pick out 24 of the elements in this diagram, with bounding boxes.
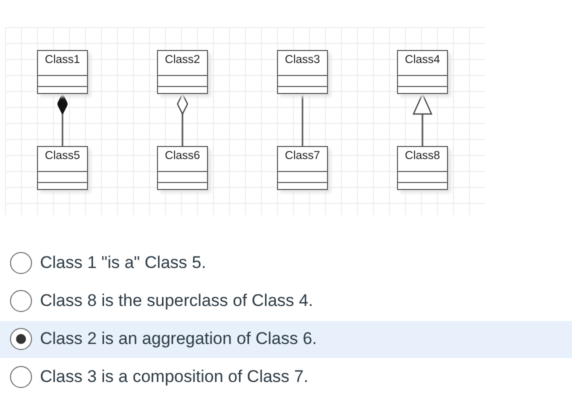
- class-box: [37, 146, 88, 190]
- aggregation-line: [176, 93, 188, 146]
- class-name: Class7: [284, 150, 322, 162]
- option-text: Class 3 is a composition of Class 7.: [40, 367, 308, 387]
- class-name: Class5: [44, 150, 82, 162]
- class-name: Class2: [164, 54, 202, 66]
- class-box: [277, 146, 328, 190]
- class-name: Class3: [284, 54, 322, 66]
- class-box: [397, 146, 448, 190]
- generalization-arrow: [412, 93, 432, 146]
- class-name: Class8: [404, 150, 442, 162]
- composition-line: [57, 94, 68, 146]
- class-box: [157, 146, 208, 190]
- class-name: Class6: [164, 150, 202, 162]
- class-box: [157, 50, 208, 94]
- class-name: Class4: [404, 54, 442, 66]
- class-box: [397, 50, 448, 94]
- option-text: Class 2 is an aggregation of Class 6.: [40, 329, 317, 349]
- option-text: Class 1 "is a" Class 5.: [40, 253, 206, 273]
- option-text: Class 8 is the superclass of Class 4.: [40, 291, 314, 311]
- class-box: [277, 50, 328, 94]
- class-box: [37, 50, 88, 94]
- class-name: Class1: [44, 54, 82, 66]
- association-line: [302, 94, 304, 146]
